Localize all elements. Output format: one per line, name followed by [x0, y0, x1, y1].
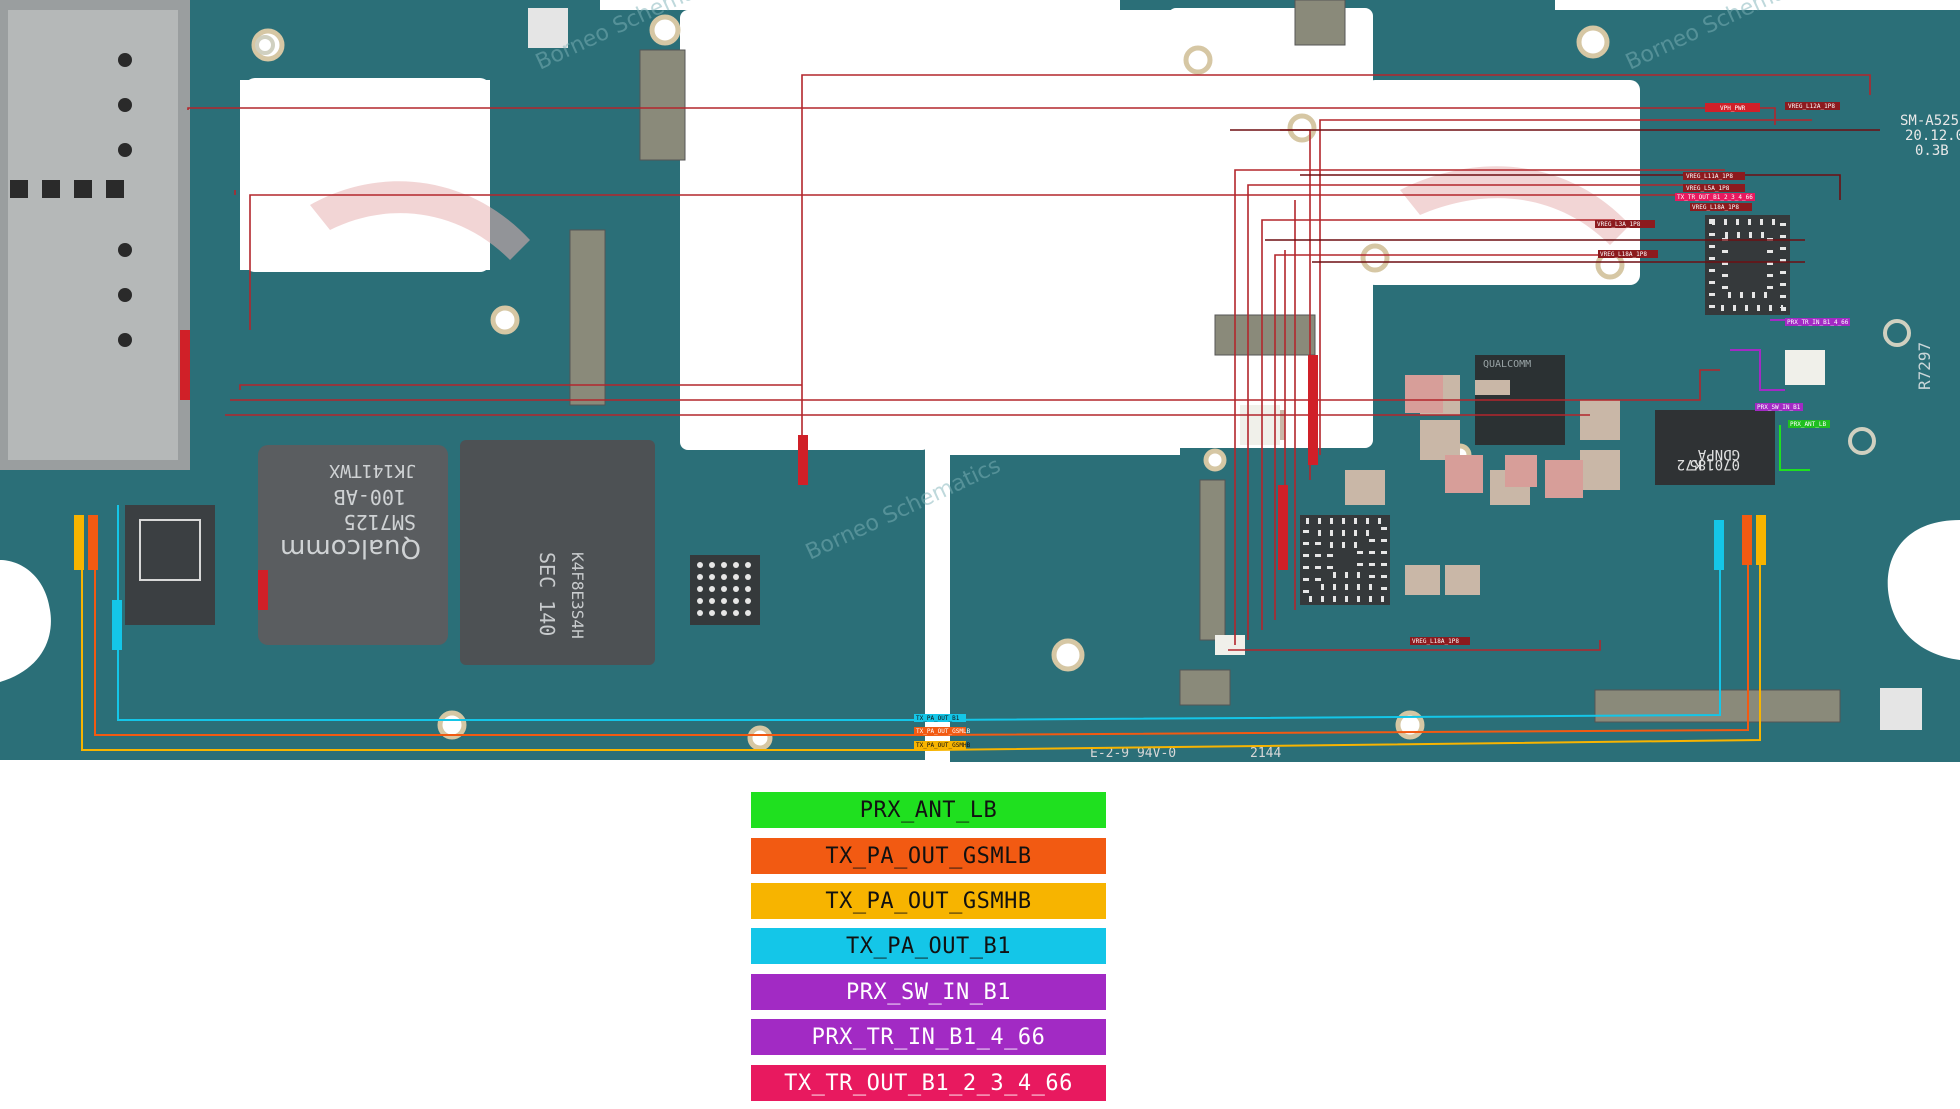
bga-chip-1	[690, 555, 760, 625]
board-model-text: SM-A525F/	[1900, 113, 1960, 129]
label-vreg-l18a-2: VREG_L18A_1P8	[1600, 251, 1647, 258]
colored-vertical-tags	[74, 515, 1766, 650]
legend-label: TX_PA_OUT_B1	[846, 933, 1011, 959]
pcb-mark-num: 2144	[1250, 746, 1281, 761]
trace-labels: VREG_L12A_1P8 VREG_L11A_1P8 VREG_L5A_1P8…	[914, 102, 1850, 749]
label-tx-pa-b1: TX_PA_OUT_B1	[916, 715, 960, 722]
sim-contact-pins	[10, 53, 132, 347]
bga-chip-2	[1300, 515, 1390, 605]
board-rev-text: 0.3B	[1915, 143, 1949, 159]
pcb-mid-cutout	[680, 10, 930, 450]
white-pads	[1215, 350, 1825, 655]
label-vreg-l18a: VREG_L18A_1P8	[1692, 204, 1739, 211]
legend-label: PRX_SW_IN_B1	[846, 979, 1011, 1005]
label-prx-tr-in: PRX_TR_IN_B1_4_66	[1787, 319, 1849, 326]
line-gsmhb	[81, 530, 1761, 751]
pmic-text: QUALCOMM	[1483, 359, 1531, 370]
qm-chip-code: 070185	[1689, 456, 1740, 472]
soc-vendor-text: Qualcomm	[280, 533, 421, 563]
soc-sub-text: 100-AB	[334, 485, 406, 509]
soc-model-text: SM7125	[344, 510, 416, 534]
line-ant-lb	[1779, 425, 1810, 471]
label-vreg-l18a-3: VREG_L18A_1P8	[1412, 638, 1459, 645]
legend-label: PRX_ANT_LB	[859, 797, 998, 823]
bga-chip-3	[1705, 215, 1790, 315]
label-vreg-l12a: VREG_L12A_1P8	[1788, 103, 1835, 110]
legend-prx-ant-lb: PRX_ANT_LB	[751, 792, 1106, 828]
label-prx-ant-lb: PRX_ANT_LB	[1790, 421, 1827, 428]
dark-traces	[1230, 129, 1880, 263]
legend-tx-pa-out-gsmhb: TX_PA_OUT_GSMHB	[751, 883, 1106, 919]
pcb-left-cutout	[245, 78, 490, 272]
label-vreg-l5a: VREG_L5A_1P8	[1686, 185, 1730, 192]
mounting-holes	[251, 14, 1625, 751]
label-tx-pa-gsmlb: TX_PA_OUT_GSMLB	[916, 728, 971, 735]
label-tx-tr-out: TX_TR_OUT_B1_2_3_4_66	[1677, 194, 1753, 201]
legend-label: PRX_TR_IN_B1_4_66	[811, 1024, 1046, 1050]
legend-label: TX_PA_OUT_GSMLB	[825, 843, 1032, 869]
label-vreg-l11a: VREG_L11A_1P8	[1686, 173, 1733, 180]
legend-prx-sw-in-b1: PRX_SW_IN_B1	[751, 974, 1106, 1010]
bga-balls	[697, 562, 751, 616]
board-code-text: R7297	[1915, 342, 1934, 390]
label-prx-sw-in: PRX_SW_IN_B1	[1757, 404, 1801, 411]
memory-chip	[460, 440, 655, 665]
pcb-mark-text: E-2-9 94V-0	[1090, 746, 1176, 761]
qm-chip-text: GDNPA	[1697, 446, 1740, 462]
label-vreg-l3a: VREG_L3A_1P8	[1597, 221, 1641, 228]
qfn-chip-left	[125, 505, 215, 625]
board-connectors	[569, 0, 1841, 723]
memory-text: SEC 140	[535, 552, 559, 636]
legend-tx-pa-out-b1: TX_PA_OUT_B1	[751, 928, 1106, 964]
sim-tray-inner	[8, 10, 178, 460]
pcb-board-diagram: Qualcomm SM7125 100-AB JK141TWX SEC 140 …	[0, 0, 1960, 762]
pcb-top-right-cutout	[1555, 0, 1630, 10]
label-vph-pwr: VPH_PWR	[1720, 105, 1746, 112]
legend-label: TX_PA_OUT_GSMHB	[825, 888, 1032, 914]
qm-chip	[1655, 410, 1775, 485]
legend-prx-tr-in-b1-4-66: PRX_TR_IN_B1_4_66	[751, 1019, 1106, 1055]
line-sw-in	[1730, 349, 1785, 391]
coax-connectors	[255, 35, 1911, 455]
qm-chip-sub: K72	[1677, 456, 1702, 472]
legend-label: TX_TR_OUT_B1_2_3_4_66	[784, 1070, 1073, 1096]
memory-sub-text: K4F8E3S4H	[568, 552, 587, 639]
board-date-text: 20.12.09	[1905, 128, 1960, 144]
soc-code-text: JK141TWX	[329, 460, 416, 481]
signal-traces	[187, 74, 1871, 651]
soc-chip	[258, 445, 448, 645]
legend-tx-tr-out-b1-2-3-4-66: TX_TR_OUT_B1_2_3_4_66	[751, 1065, 1106, 1101]
data-matrix-codes	[528, 8, 1922, 730]
watermark-shapes	[310, 166, 1630, 260]
vertical-red-tags	[180, 330, 1318, 610]
legend-tx-pa-out-gsmlb: TX_PA_OUT_GSMLB	[751, 838, 1106, 874]
label-tx-pa-gsmhb: TX_PA_OUT_GSMHB	[916, 742, 971, 749]
pink-passives	[1405, 375, 1583, 498]
